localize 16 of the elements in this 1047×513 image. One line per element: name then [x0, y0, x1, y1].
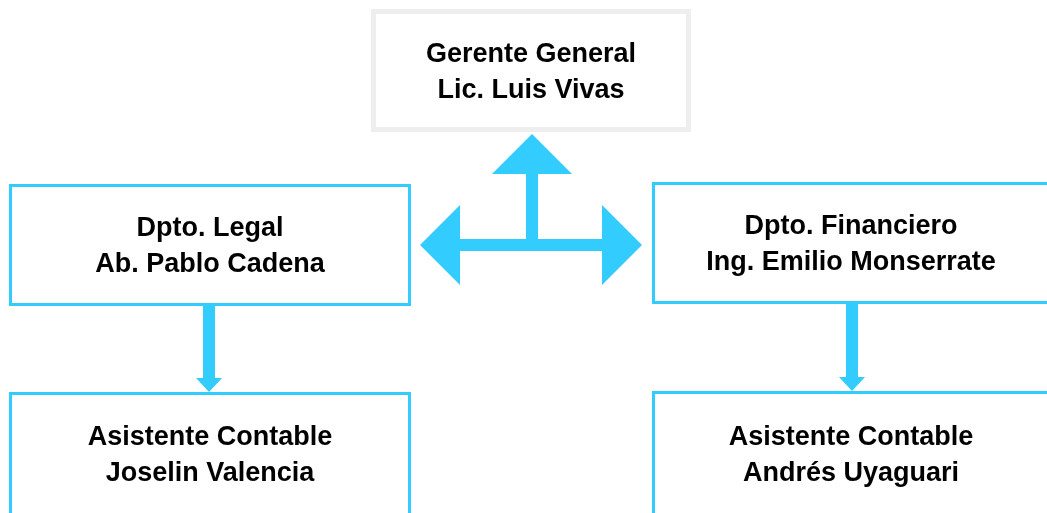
org-box [652, 391, 1047, 513]
person-name: Andrés Uyaguari [742, 455, 960, 489]
person-name: Ab. Pablo Cadena [95, 247, 325, 280]
arrow [196, 306, 222, 392]
position-title: Asistente Contable [728, 419, 974, 453]
arrow [839, 304, 865, 391]
org-box [652, 182, 1047, 304]
org-box [9, 392, 411, 513]
person-name: Lic. Luis Vivas [437, 72, 625, 106]
position-title: Asistente Contable [87, 420, 333, 453]
person-name: Joselin Valencia [105, 456, 315, 489]
org-box [9, 184, 411, 306]
position-title: Gerente General [425, 36, 637, 70]
position-title: Dpto. Legal [136, 211, 284, 244]
person-name: Ing. Emilio Monserrate [706, 245, 996, 278]
position-title: Dpto. Financiero [744, 209, 958, 242]
